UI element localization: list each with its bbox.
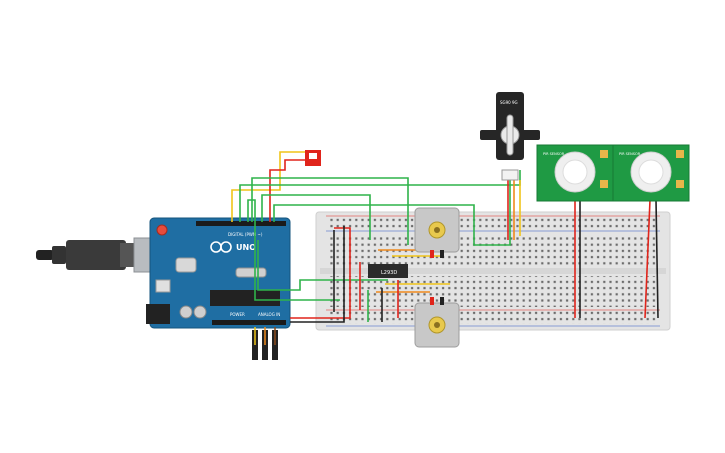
arduino-logo-icon	[210, 241, 232, 253]
wires	[231, 151, 659, 323]
atmega-chip	[210, 290, 280, 306]
l293d-ic: L293D	[368, 264, 408, 278]
pir-sensor-2: PIR SENSOR	[612, 144, 690, 202]
servo-motor: SG90 9G	[480, 92, 540, 181]
arduino-analog-label: ANALOG IN	[258, 312, 280, 317]
pir-sensor-2-label: PIR SENSOR	[619, 152, 641, 156]
arduino-digital-label: DIGITAL (PWM ~)	[228, 232, 263, 237]
pir-sensor-1-label: PIR SENSOR	[543, 152, 565, 156]
arduino-power-label: POWER	[230, 312, 245, 317]
pir-sensor-1: PIR SENSOR	[536, 144, 614, 202]
slide-switch	[305, 150, 321, 166]
servo-label: SG90 9G	[500, 100, 518, 105]
l293d-label: L293D	[381, 270, 397, 276]
analog-pin-connectors	[252, 327, 278, 360]
arduino-brand-label: UNO	[236, 243, 256, 252]
usb-cable	[36, 237, 167, 273]
dc-motor-top	[414, 207, 460, 258]
dc-motor-bottom	[414, 297, 460, 348]
arduino-uno: UNO DIGITAL (PWM ~) POWER ANALOG IN	[146, 217, 291, 329]
